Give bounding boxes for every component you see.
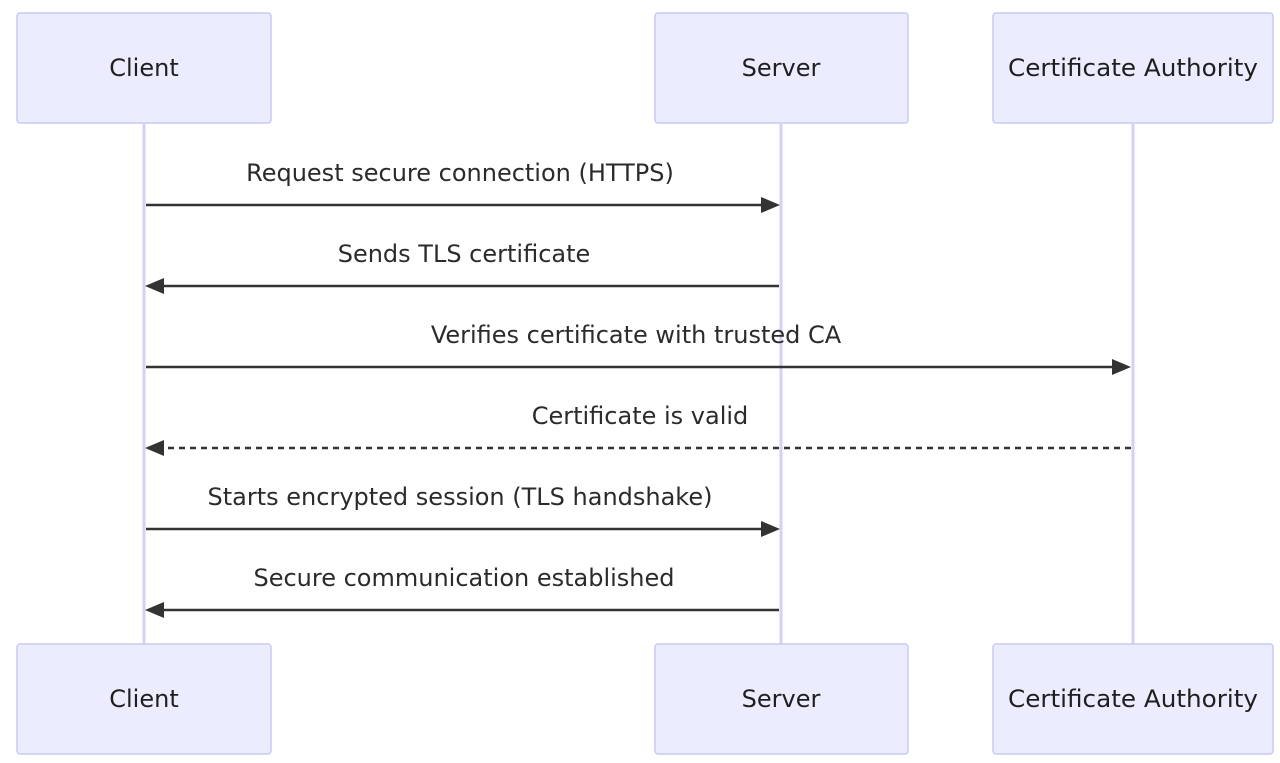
- actor-certificate-authority-top-label: Certificate Authority: [1008, 54, 1258, 82]
- message-certificate-is-valid: Certificate is valid: [145, 402, 1131, 456]
- actor-server-top-label: Server: [742, 54, 821, 82]
- actor-server-bottom[interactable]: Server: [654, 643, 909, 755]
- arrowhead-icon: [145, 602, 164, 618]
- arrowhead-icon: [1112, 359, 1131, 375]
- message-label: Request secure connection (HTTPS): [246, 159, 674, 187]
- message-request-secure-connection: Request secure connection (HTTPS): [146, 159, 780, 213]
- actor-client-bottom-label: Client: [109, 685, 178, 713]
- message-label: Sends TLS certificate: [338, 240, 591, 268]
- message-label: Starts encrypted session (TLS handshake): [208, 483, 713, 511]
- message-label: Certificate is valid: [532, 402, 749, 430]
- message-label: Verifies certificate with trusted CA: [431, 321, 842, 349]
- actor-certificate-authority-bottom-label: Certificate Authority: [1008, 685, 1258, 713]
- message-secure-communication-established: Secure communication established: [145, 564, 779, 618]
- actor-client-top-label: Client: [109, 54, 178, 82]
- arrowhead-icon: [145, 440, 164, 456]
- message-sends-tls-certificate: Sends TLS certificate: [145, 240, 779, 294]
- actor-client-top[interactable]: Client: [16, 12, 272, 124]
- arrowhead-icon: [761, 197, 780, 213]
- message-verifies-certificate: Verifies certificate with trusted CA: [146, 321, 1131, 375]
- actor-server-top[interactable]: Server: [654, 12, 909, 124]
- actor-certificate-authority-top[interactable]: Certificate Authority: [992, 12, 1274, 124]
- actor-certificate-authority-bottom[interactable]: Certificate Authority: [992, 643, 1274, 755]
- actor-client-bottom[interactable]: Client: [16, 643, 272, 755]
- message-starts-encrypted-session: Starts encrypted session (TLS handshake): [146, 483, 780, 537]
- message-label: Secure communication established: [253, 564, 674, 592]
- actor-server-bottom-label: Server: [742, 685, 821, 713]
- arrowhead-icon: [145, 278, 164, 294]
- arrowhead-icon: [761, 521, 780, 537]
